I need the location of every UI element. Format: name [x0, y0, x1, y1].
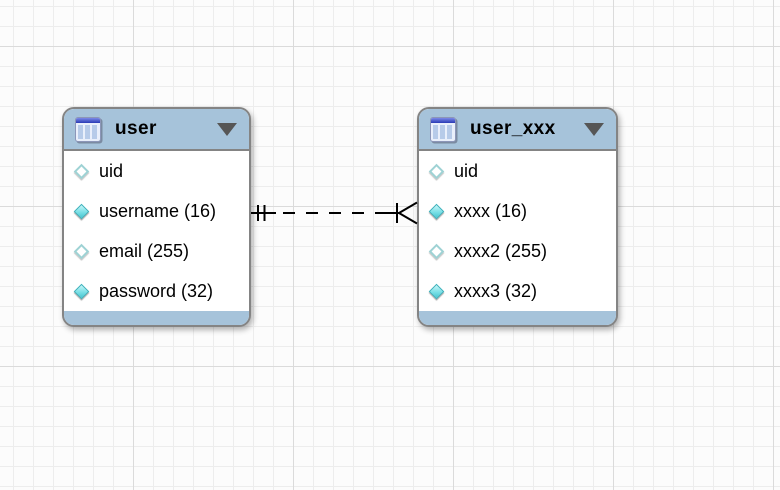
column-row[interactable]: xxxx2 (255) — [419, 231, 616, 271]
column-row[interactable]: xxxx (16) — [419, 191, 616, 231]
column-label: uid — [454, 160, 479, 181]
table-icon — [75, 116, 101, 142]
table-icon-titlebar — [431, 117, 455, 123]
column-label: username (16) — [99, 200, 217, 221]
nullable-diamond-icon — [427, 242, 445, 260]
table-body: uid xxxx (16) xxxx2 (255) xxxx3 (32) — [419, 151, 616, 311]
column-row[interactable]: username (16) — [64, 191, 249, 231]
crow-foot-many-marker — [387, 201, 418, 225]
table-header[interactable]: user_xxx — [419, 109, 616, 151]
notnull-diamond-icon — [72, 202, 90, 220]
nullable-diamond-icon — [427, 162, 445, 180]
column-row[interactable]: xxxx3 (32) — [419, 271, 616, 311]
table-footer — [64, 311, 249, 325]
column-label: xxxx3 (32) — [454, 280, 538, 301]
nullable-diamond-icon — [72, 242, 90, 260]
table-header[interactable]: user — [64, 109, 249, 151]
table-icon-columns — [78, 124, 98, 139]
column-row[interactable]: uid — [64, 151, 249, 191]
collapse-arrow-icon[interactable] — [584, 122, 604, 136]
column-label: xxxx2 (255) — [454, 240, 548, 261]
cardinality-one-marker — [251, 205, 276, 221]
nullable-diamond-icon — [72, 162, 90, 180]
column-label: email (255) — [99, 240, 190, 261]
notnull-diamond-icon — [427, 202, 445, 220]
table-icon-titlebar — [76, 117, 100, 123]
table-icon-columns — [433, 124, 453, 139]
table-footer — [419, 311, 616, 325]
table-body: uid username (16) email (255) password (… — [64, 151, 249, 311]
collapse-arrow-icon[interactable] — [217, 122, 237, 136]
column-row[interactable]: password (32) — [64, 271, 249, 311]
notnull-diamond-icon — [72, 282, 90, 300]
column-label: uid — [99, 160, 124, 181]
relationship-connector[interactable] — [245, 190, 425, 236]
table-node-user[interactable]: user uid username (16) email (255) passw… — [62, 107, 251, 327]
table-title: user_xxx — [470, 118, 556, 139]
notnull-diamond-icon — [427, 282, 445, 300]
table-title: user — [115, 118, 157, 139]
column-label: password (32) — [99, 280, 214, 301]
table-icon — [430, 116, 456, 142]
table-node-user-xxx[interactable]: user_xxx uid xxxx (16) xxxx2 (255) xxxx3… — [417, 107, 618, 327]
column-row[interactable]: uid — [419, 151, 616, 191]
column-row[interactable]: email (255) — [64, 231, 249, 271]
column-label: xxxx (16) — [454, 200, 528, 221]
